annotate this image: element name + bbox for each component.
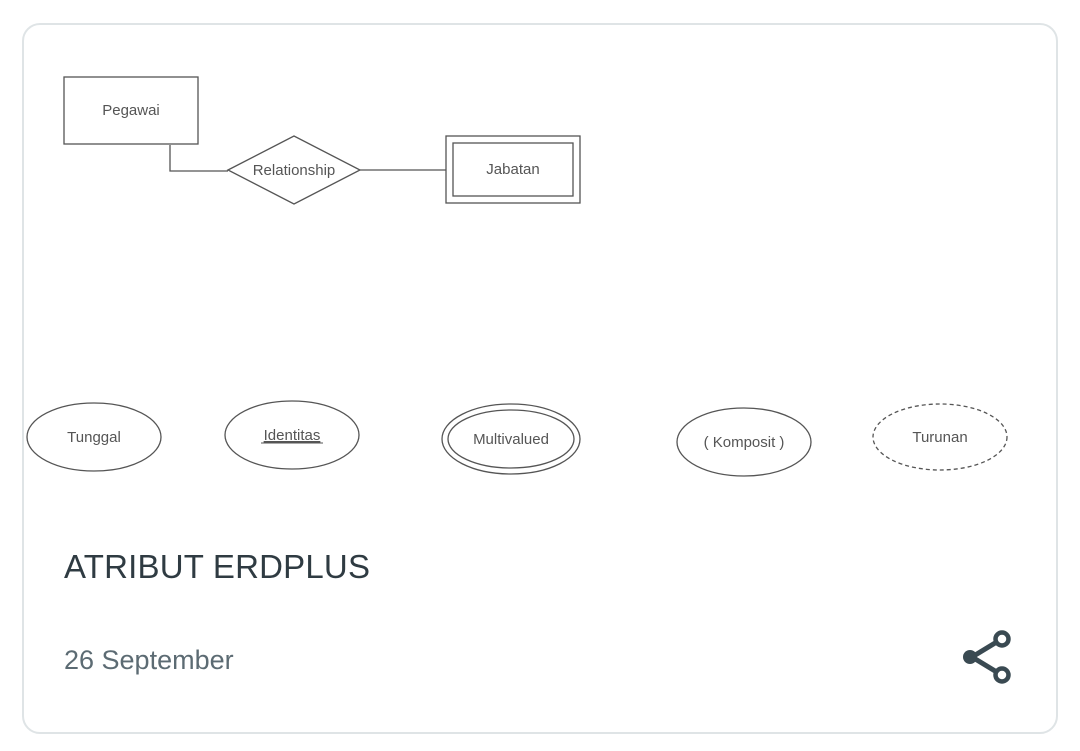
connector-pegawai-relationship (169, 145, 228, 172)
share-button[interactable] (960, 628, 1016, 686)
attribute-turunan: Turunan (872, 403, 1008, 471)
share-icon (963, 630, 1011, 684)
attribute-tunggal-label: Tunggal (67, 429, 121, 446)
entity-pegawai-label: Pegawai (102, 102, 160, 119)
entity-pegawai: Pegawai (63, 76, 199, 145)
attribute-tunggal: Tunggal (26, 402, 162, 472)
attribute-identitas-label: Identitas (264, 427, 321, 444)
post-date: 26 September (64, 645, 234, 675)
erd-diagram: Pegawai Relationship Jabatan Tunggal (26, 76, 1008, 477)
entity-jabatan-label: Jabatan (486, 161, 539, 178)
attribute-multivalued: Multivalued (441, 403, 581, 475)
attribute-identitas: Identitas (224, 400, 360, 470)
attribute-komposit-label: ( Komposit ) (704, 434, 785, 451)
relationship-label: Relationship (253, 162, 336, 179)
relationship-diamond: Relationship (226, 135, 362, 205)
attribute-turunan-label: Turunan (912, 429, 967, 446)
post-card[interactable]: Pegawai Relationship Jabatan Tunggal (22, 23, 1058, 734)
post-thumbnail[interactable]: Pegawai Relationship Jabatan Tunggal (24, 25, 1056, 525)
post-title[interactable]: ATRIBUT ERDPLUS (64, 548, 371, 585)
attribute-multivalued-label: Multivalued (473, 431, 549, 448)
attribute-komposit: ( Komposit ) (676, 407, 812, 477)
entity-jabatan: Jabatan (445, 135, 581, 204)
